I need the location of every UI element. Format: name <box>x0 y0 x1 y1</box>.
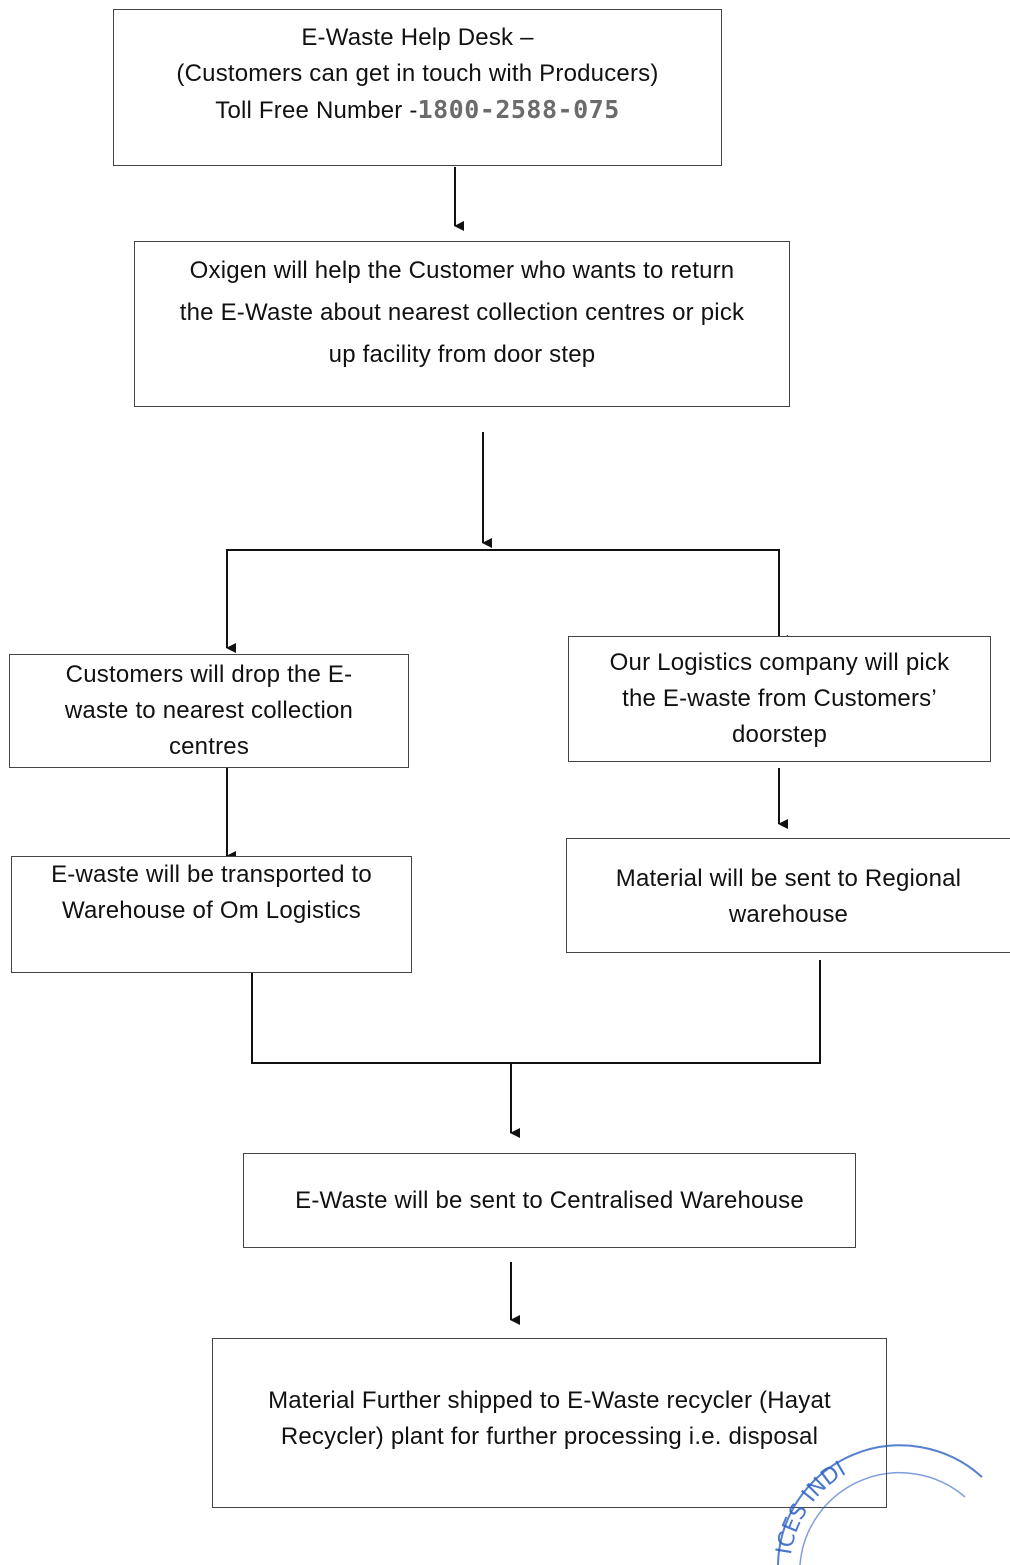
regional-warehouse-box: Material will be sent to Regional wareho… <box>566 838 1010 953</box>
pickup-line-2: the E-waste from Customers’ <box>622 685 937 712</box>
split-bar <box>226 549 780 648</box>
pickup-line-3: doorstep <box>732 721 827 748</box>
recycler-line-1: Material Further shipped to E-Waste recy… <box>268 1387 831 1414</box>
om-line-1: E-waste will be transported to <box>51 861 372 888</box>
om-warehouse-box: E-waste will be transported to Warehouse… <box>11 856 412 973</box>
central-line-1: E-Waste will be sent to Centralised Ware… <box>295 1186 804 1214</box>
oxigen-line-1: Oxigen will help the Customer who wants … <box>189 257 735 284</box>
phone-number: 1800-2588-075 <box>417 95 620 124</box>
phone-label: Toll Free Number - <box>215 97 418 124</box>
helpdesk-phone-row: Toll Free Number -1800-2588-075 <box>215 92 620 129</box>
pickup-line-1: Our Logistics company will pick <box>609 649 950 676</box>
regional-line-2: warehouse <box>728 901 849 928</box>
om-line-2: Warehouse of Om Logistics <box>62 897 361 924</box>
logistics-pickup-box: Our Logistics company will pick the E-wa… <box>568 636 991 762</box>
oxigen-box: Oxigen will help the Customer who wants … <box>134 241 790 407</box>
svg-text:ICES INDI: ICES INDI <box>772 1457 850 1556</box>
drop-off-line-2: waste to nearest collection <box>64 697 354 724</box>
helpdesk-subtitle: (Customers can get in touch with Produce… <box>176 60 659 87</box>
drop-off-line-3: centres <box>168 733 250 760</box>
regional-line-1: Material will be sent to Regional <box>615 865 962 892</box>
helpdesk-title: E-Waste Help Desk – <box>301 24 534 51</box>
drop-off-line-1: Customers will drop the E- <box>65 661 353 688</box>
drop-off-box: Customers will drop the E- waste to near… <box>9 654 409 768</box>
helpdesk-box: E-Waste Help Desk – (Customers can get i… <box>113 9 722 166</box>
oxigen-line-2: the E-Waste about nearest collection cen… <box>179 299 745 326</box>
flow-connectors <box>226 167 821 1325</box>
central-warehouse-box: E-Waste will be sent to Centralised Ware… <box>243 1153 856 1248</box>
company-stamp-seal: ICES INDI <box>772 1444 983 1565</box>
oxigen-line-3: up facility from door step <box>328 341 596 368</box>
merge-bar <box>251 960 821 1064</box>
recycler-line-2: Recycler) plant for further processing i… <box>280 1423 819 1450</box>
